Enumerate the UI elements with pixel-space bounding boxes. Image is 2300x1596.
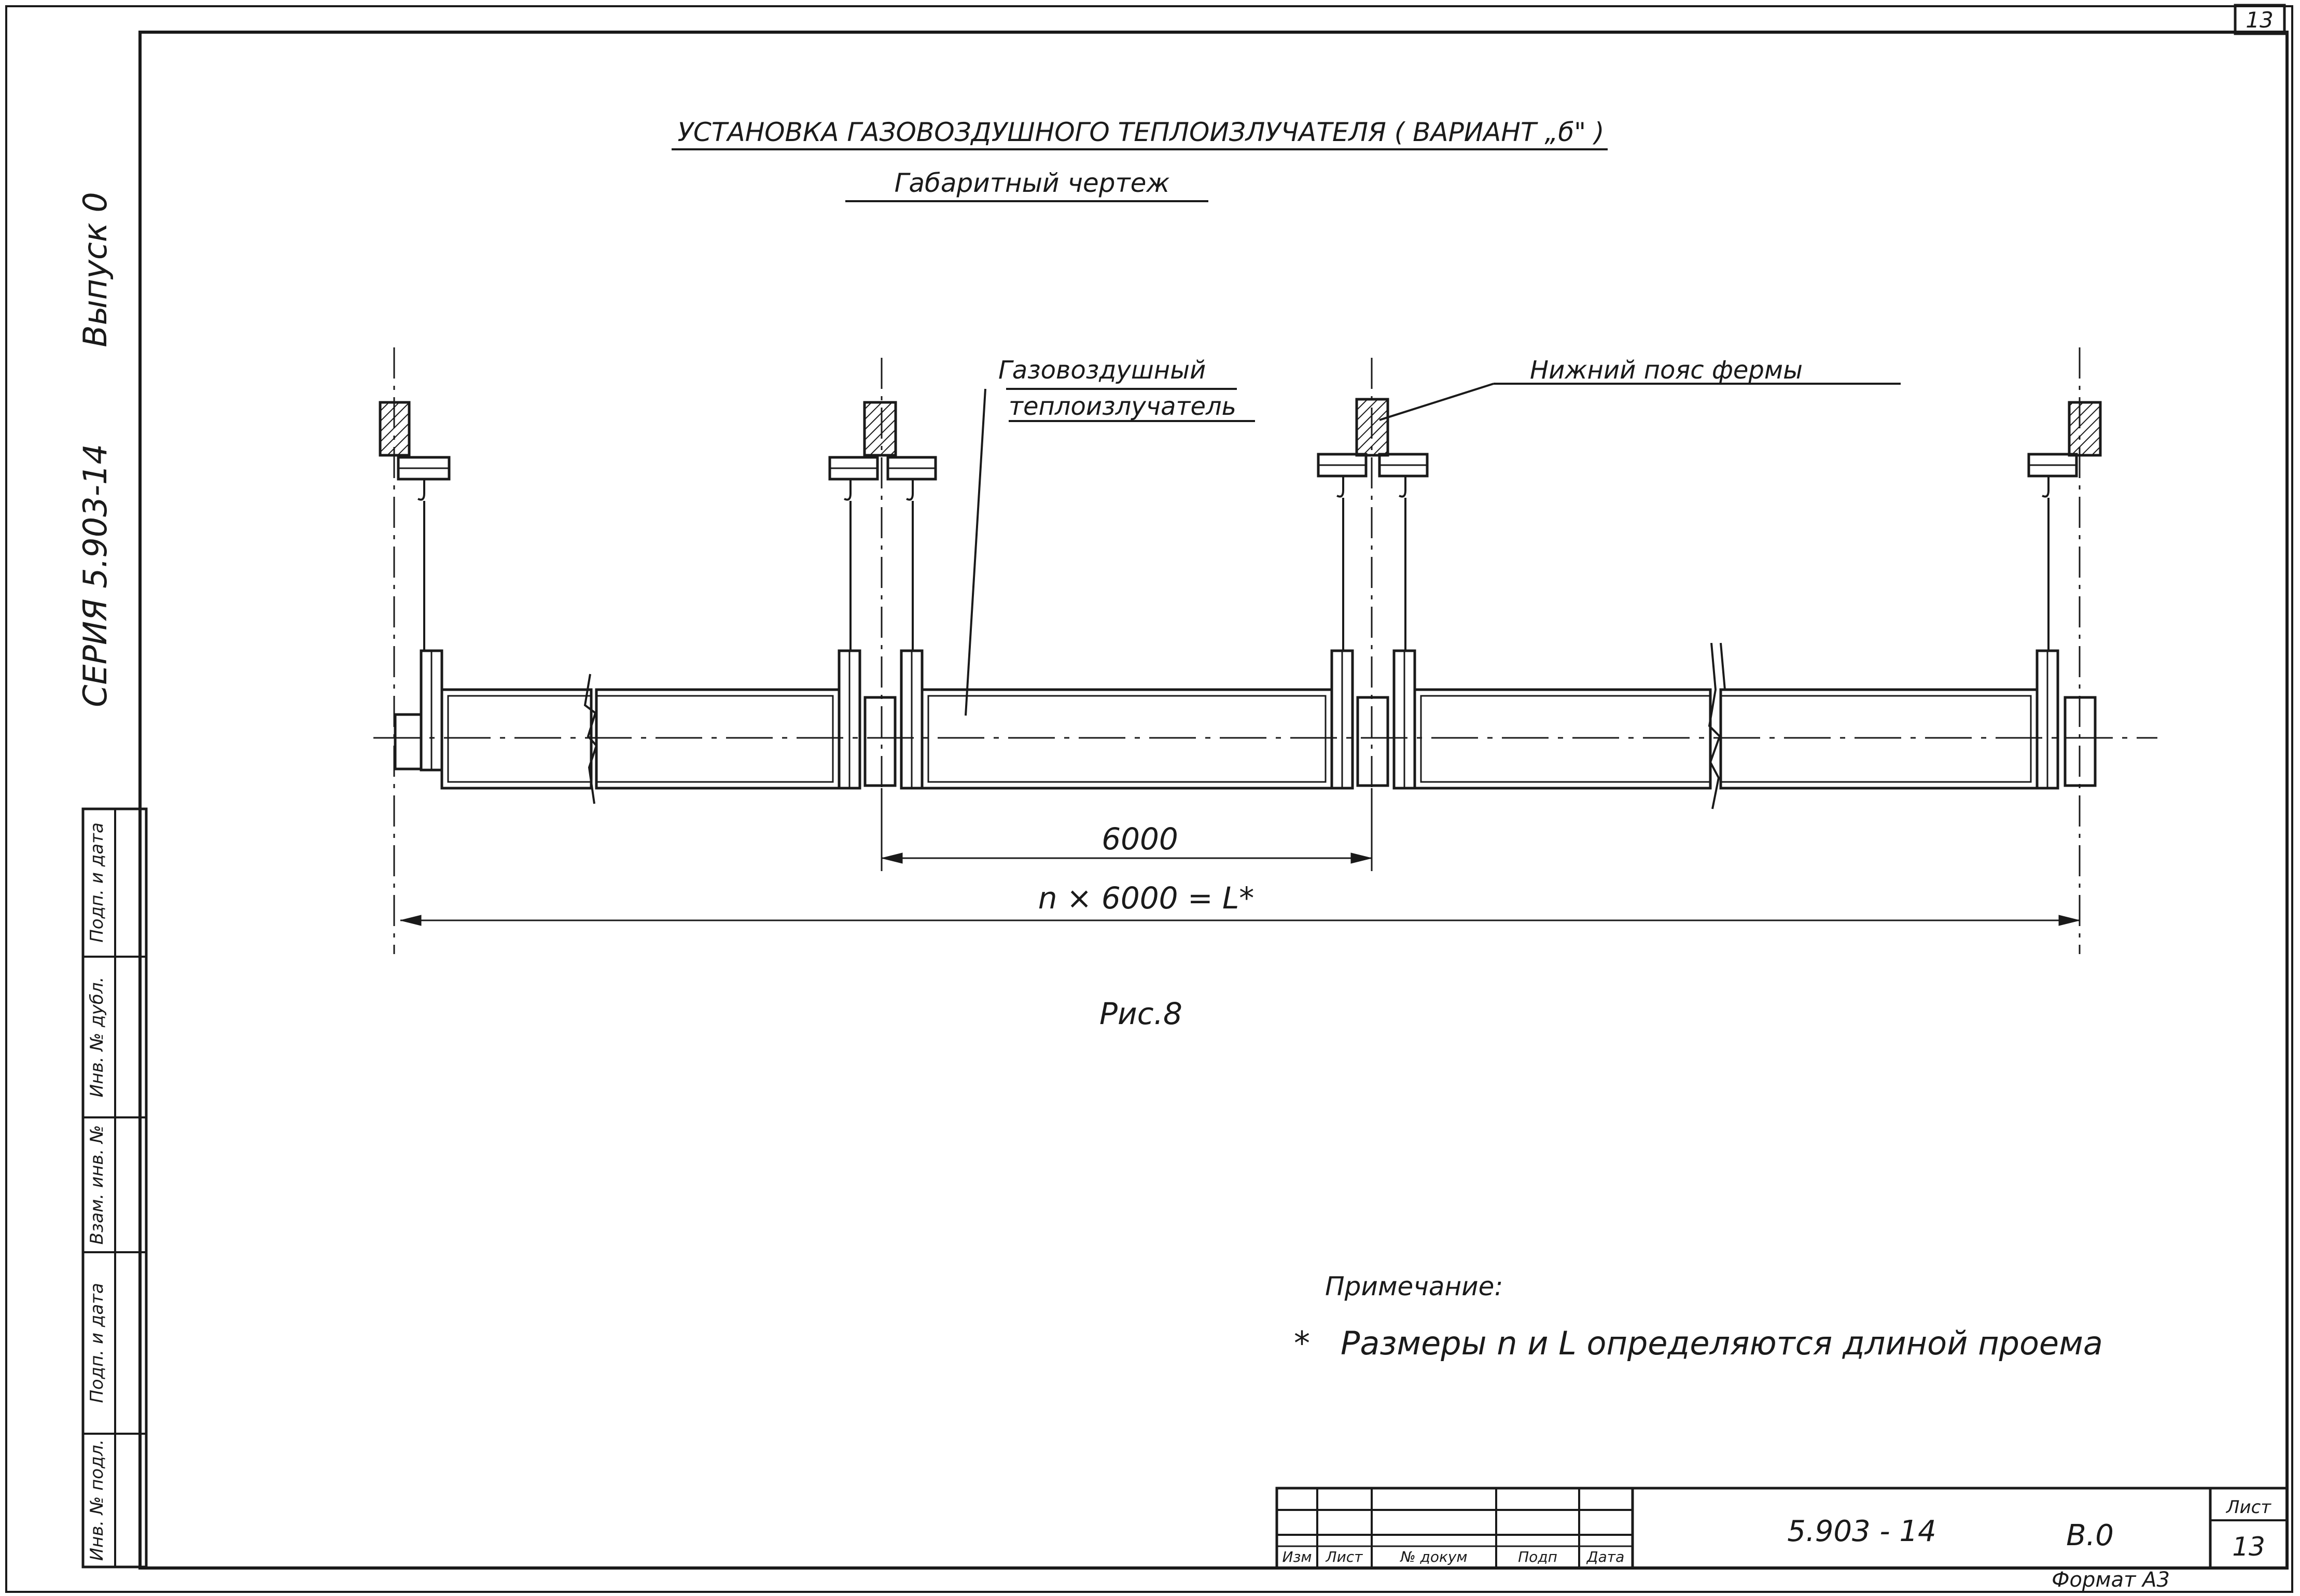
tb-header-date: Дата <box>1586 1548 1625 1565</box>
pipe-segment-2 <box>921 688 1333 790</box>
dimension-span-label: 6000 <box>1102 821 1178 857</box>
series-label: СЕРИЯ 5.903-14 <box>76 444 114 707</box>
coupling-4 <box>2064 696 2097 787</box>
callout-heater-line1: Газовоздушный <box>998 356 1206 385</box>
truss-section-1 <box>379 401 411 457</box>
hanger-2b <box>906 479 914 651</box>
hanger-3a <box>1336 476 1344 651</box>
stamp-original-inventory: Инв. № подл. <box>87 1439 107 1561</box>
callout-heater-line2: теплоизлучатель <box>1009 392 1236 421</box>
stamp-replaced-inventory: Взам. инв. № <box>87 1125 107 1245</box>
tb-section: В.0 <box>2066 1519 2114 1552</box>
pipe-segment-3 <box>1413 642 2039 809</box>
tb-sheet-number: 13 <box>2232 1532 2265 1562</box>
hanger-4 <box>2042 476 2050 651</box>
callout-truss-leader <box>1379 383 1494 421</box>
truss-section-3 <box>1355 398 1389 457</box>
issue-label: Выпуск 0 <box>76 192 114 347</box>
coupling-3 <box>1356 696 1389 787</box>
drawing-frame <box>138 31 2289 1570</box>
tb-format: Формат А3 <box>2052 1568 2170 1592</box>
truss-section-2 <box>863 401 897 457</box>
coupling-2 <box>863 696 897 787</box>
tb-header-change: Изм <box>1283 1548 1312 1565</box>
note-text: Размеры n и L определяются длиной проема <box>1341 1324 2103 1362</box>
title-block <box>1275 1487 2289 1570</box>
figure-caption: Рис.8 <box>1099 996 1182 1031</box>
dimension-total <box>400 915 2080 926</box>
tb-sheet-label: Лист <box>2225 1497 2271 1518</box>
callout-heater-leader <box>965 388 986 716</box>
tb-header-sign: Подп <box>1518 1548 1557 1565</box>
corner-sheet-number: 13 <box>2246 7 2273 33</box>
stamp-sign-date-2: Подп. и дата <box>87 1283 107 1403</box>
drawing-title: УСТАНОВКА ГАЗОВОЗДУШНОГО ТЕПЛОИЗЛУЧАТЕЛЯ… <box>677 117 1604 147</box>
side-stamp <box>81 807 148 1569</box>
outer-border <box>5 5 2293 1593</box>
elevation-drawing: 6000 n × 6000 = L* Газовоздушный теплоиз… <box>373 347 2157 954</box>
note-asterisk: * <box>1294 1324 1310 1362</box>
stamp-dup-inventory: Инв. № дубл. <box>87 977 107 1098</box>
callout-truss: Нижний пояс фермы <box>1530 356 1803 385</box>
stamp-sign-date-1: Подп. и дата <box>87 822 107 943</box>
hanger-3b <box>1399 476 1406 651</box>
corner-sheet-box <box>2234 4 2286 35</box>
tb-header-sheet: Лист <box>1326 1548 1363 1565</box>
note-heading: Примечание: <box>1325 1271 1503 1301</box>
tb-doc-code: 5.903 - 14 <box>1787 1515 1936 1548</box>
end-cap-left <box>394 713 423 771</box>
pipe-segment-1 <box>440 674 841 804</box>
truss-section-4 <box>2068 401 2102 457</box>
dimension-total-label: n × 6000 = L* <box>1038 880 1254 916</box>
hanger-2a <box>844 479 852 651</box>
hanger-1 <box>417 479 425 651</box>
dimension-span <box>881 788 1373 871</box>
tb-header-doc: № докум <box>1399 1548 1467 1565</box>
drawing-subtitle: Габаритный чертеж <box>895 168 1170 198</box>
